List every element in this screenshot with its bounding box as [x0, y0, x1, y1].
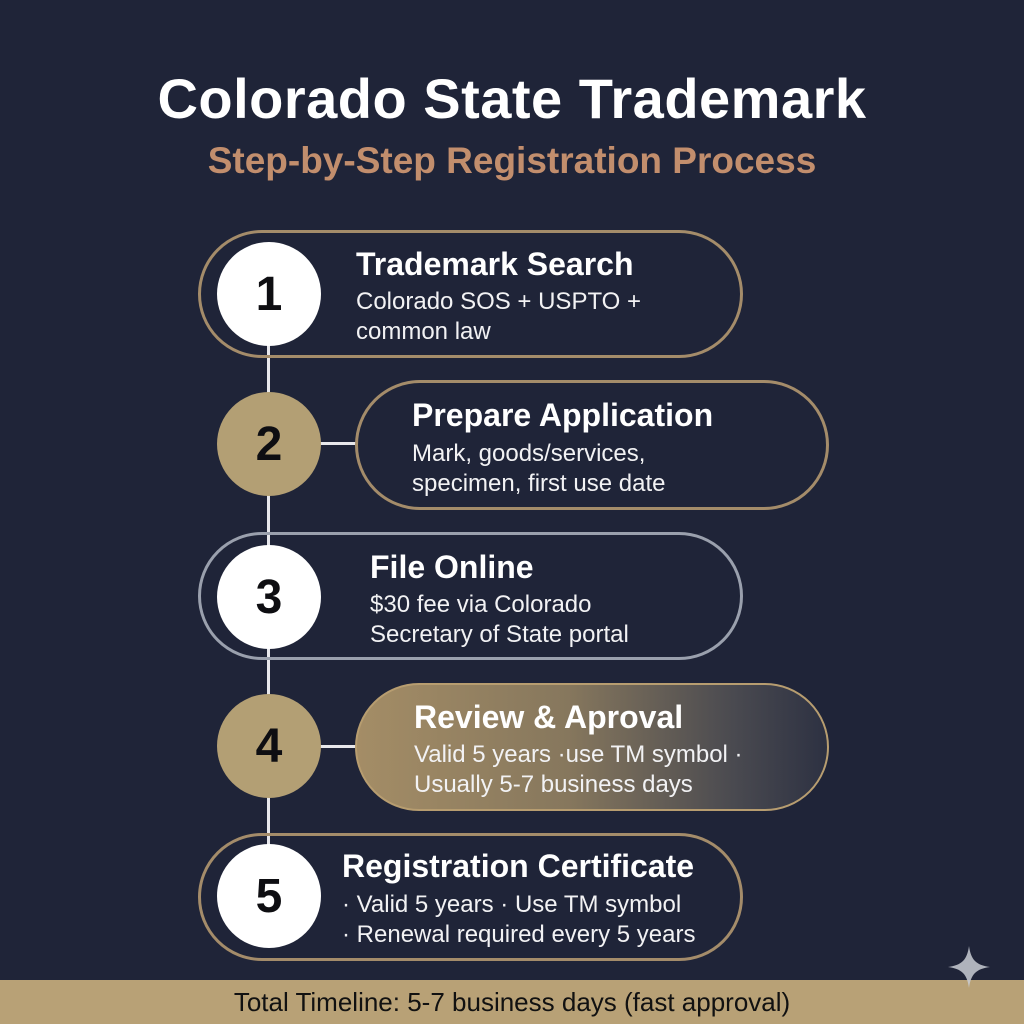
- step-5-number: 5: [217, 844, 321, 948]
- step-3-card: [198, 532, 743, 660]
- footer-text: Total Timeline: 5-7 business days (fast …: [233, 986, 791, 1017]
- step-2-connector: [320, 442, 358, 445]
- step-5-card: [198, 833, 743, 961]
- step-3-title: File Online: [370, 549, 534, 585]
- step-2-card: [355, 380, 829, 510]
- page-subtitle: Step-by-Step Registration Process: [207, 140, 817, 181]
- step-3-description: $30 fee via Colorado Secretary of State …: [370, 591, 629, 648]
- step-1-description: Colorado SOS + USPTO + common law: [356, 288, 642, 345]
- page-title: Colorado State Trademark: [157, 67, 867, 130]
- step-2-number: 2: [217, 392, 321, 496]
- step-1-number: 1: [217, 242, 321, 346]
- step-5-description: · Valid 5 years · Use TM symbol · Renewa…: [342, 891, 696, 948]
- step-1-title: Trademark Search: [356, 246, 634, 282]
- step-3-number: 3: [217, 545, 321, 649]
- step-2-description: Mark, goods/services, specimen, first us…: [412, 440, 666, 497]
- step-4-description: Valid 5 years ·use TM symbol · Usually 5…: [414, 741, 743, 798]
- step-4-connector: [320, 745, 358, 748]
- step-5-title: Registration Certificate: [342, 848, 695, 884]
- step-4-number: 4: [217, 694, 321, 798]
- step-4-title: Review & Aproval: [414, 699, 684, 735]
- sparkle-icon: [948, 946, 990, 988]
- timeline-footer: Total Timeline: 5-7 business days (fast …: [0, 980, 1024, 1024]
- step-4-card: [355, 683, 829, 811]
- step-1-card: [198, 230, 743, 358]
- step-2-title: Prepare Application: [412, 397, 714, 433]
